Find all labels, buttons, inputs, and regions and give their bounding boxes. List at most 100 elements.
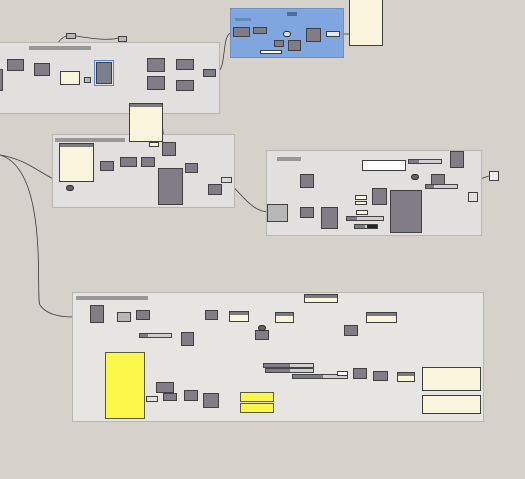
component-node[interactable] (34, 63, 50, 76)
panel-header (367, 313, 396, 316)
component-node[interactable] (255, 330, 269, 340)
component-node-large[interactable] (390, 190, 422, 233)
panel-node[interactable] (304, 294, 338, 303)
panel-header (130, 104, 162, 107)
output-panel[interactable] (422, 367, 481, 391)
component-node[interactable] (136, 310, 150, 320)
component-node[interactable] (176, 59, 194, 70)
panel-node[interactable] (397, 372, 415, 382)
number-slider[interactable] (292, 374, 348, 379)
number-param[interactable] (411, 174, 419, 180)
component-node[interactable] (373, 371, 388, 381)
slider-fill (264, 364, 290, 367)
component-node[interactable] (147, 58, 165, 72)
group-title-bar (55, 138, 125, 142)
panel-header (230, 312, 248, 315)
component-node[interactable] (306, 28, 321, 42)
panel-node[interactable] (356, 210, 368, 215)
component-node[interactable] (0, 69, 3, 91)
curve-param-node[interactable] (267, 204, 288, 222)
component-node[interactable] (208, 184, 222, 195)
param-node[interactable] (326, 31, 340, 37)
slider-fill (426, 185, 434, 188)
number-slider[interactable] (408, 159, 442, 164)
component-node[interactable] (7, 59, 24, 71)
component-node[interactable] (450, 151, 464, 168)
panel-header (398, 373, 414, 376)
number-slider[interactable] (425, 184, 458, 189)
param-node[interactable] (221, 177, 232, 183)
number-slider[interactable] (265, 368, 314, 373)
component-node[interactable] (321, 207, 338, 229)
text-input-box[interactable] (337, 371, 348, 376)
panel-node-top-right[interactable] (349, 0, 383, 46)
component-node[interactable] (162, 142, 176, 156)
component-node[interactable] (90, 305, 104, 323)
component-node[interactable] (100, 161, 114, 171)
highlight-panel[interactable] (240, 403, 274, 413)
panel-node[interactable] (129, 103, 163, 142)
number-param[interactable] (258, 325, 266, 331)
number-slider[interactable] (346, 216, 384, 221)
number-slider[interactable] (139, 333, 172, 338)
slider-fill (140, 334, 148, 337)
component-node[interactable] (274, 40, 284, 47)
slider-fill (293, 375, 323, 378)
param-node[interactable] (468, 192, 478, 202)
panel-node[interactable] (355, 195, 367, 200)
selected-component-node[interactable] (94, 60, 114, 86)
component-node[interactable] (147, 76, 165, 90)
component-node[interactable] (233, 27, 250, 37)
component-node[interactable] (156, 382, 174, 393)
param-node[interactable] (146, 396, 158, 402)
panel-node[interactable] (229, 311, 249, 322)
slider-fill (409, 160, 419, 163)
group-title-bar (76, 296, 148, 300)
component-node[interactable] (300, 207, 314, 218)
param-node[interactable] (118, 36, 127, 42)
param-node[interactable] (66, 33, 76, 39)
blue-group-input[interactable] (260, 50, 282, 54)
component-node[interactable] (203, 393, 219, 408)
component-node[interactable] (185, 163, 198, 173)
param-node[interactable] (117, 312, 131, 322)
panel-node[interactable] (275, 312, 294, 323)
component-node[interactable] (120, 157, 137, 167)
slider-fill (355, 225, 365, 228)
component-node-large[interactable] (158, 168, 183, 205)
panel-node[interactable] (60, 71, 80, 85)
group-title-bar (287, 12, 297, 16)
panel-node[interactable] (355, 201, 367, 205)
number-slider[interactable] (263, 363, 314, 368)
component-node[interactable] (203, 69, 216, 77)
output-panel[interactable] (422, 395, 481, 414)
highlight-panel[interactable] (240, 392, 274, 402)
component-node[interactable] (372, 188, 387, 205)
component-node[interactable] (181, 332, 194, 346)
panel-node[interactable] (366, 312, 397, 323)
component-node[interactable] (253, 27, 267, 34)
component-node[interactable] (163, 393, 177, 401)
text-input-box[interactable] (362, 160, 406, 171)
panel-node[interactable] (149, 142, 159, 147)
panel-header (305, 295, 337, 298)
group-title-bar (277, 157, 301, 161)
number-param[interactable] (283, 31, 291, 37)
param-node[interactable] (489, 171, 499, 181)
component-node[interactable] (141, 157, 155, 167)
number-param[interactable] (66, 185, 74, 191)
component-node[interactable] (344, 325, 358, 336)
highlight-panel[interactable] (105, 352, 145, 419)
component-node[interactable] (288, 40, 301, 51)
panel-header (60, 144, 93, 147)
slider-grip[interactable] (367, 225, 377, 228)
component-node[interactable] (184, 390, 198, 401)
component-node[interactable] (300, 174, 314, 188)
number-slider[interactable] (354, 224, 378, 229)
toggle-node[interactable] (84, 77, 91, 83)
panel-node[interactable] (59, 143, 94, 182)
component-node[interactable] (176, 80, 194, 91)
component-node[interactable] (353, 368, 367, 379)
component-node[interactable] (205, 310, 218, 320)
